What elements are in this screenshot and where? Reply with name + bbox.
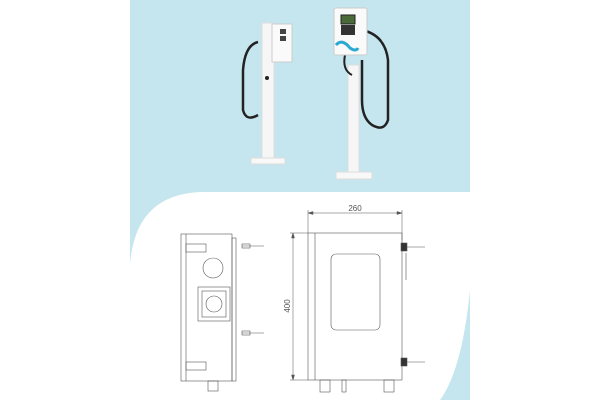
- width-dimension: [307, 210, 403, 240]
- height-dimension-label: 400: [283, 299, 292, 313]
- width-dimension-label: 260: [348, 204, 362, 213]
- drawing-area-background: [130, 192, 470, 400]
- side-view-drawing: [180, 233, 264, 392]
- height-dimension: [290, 232, 308, 381]
- charger-pedestal-front-view: [333, 7, 390, 180]
- front-view-drawing: [307, 232, 425, 393]
- charger-pedestal-side-view: [241, 22, 293, 165]
